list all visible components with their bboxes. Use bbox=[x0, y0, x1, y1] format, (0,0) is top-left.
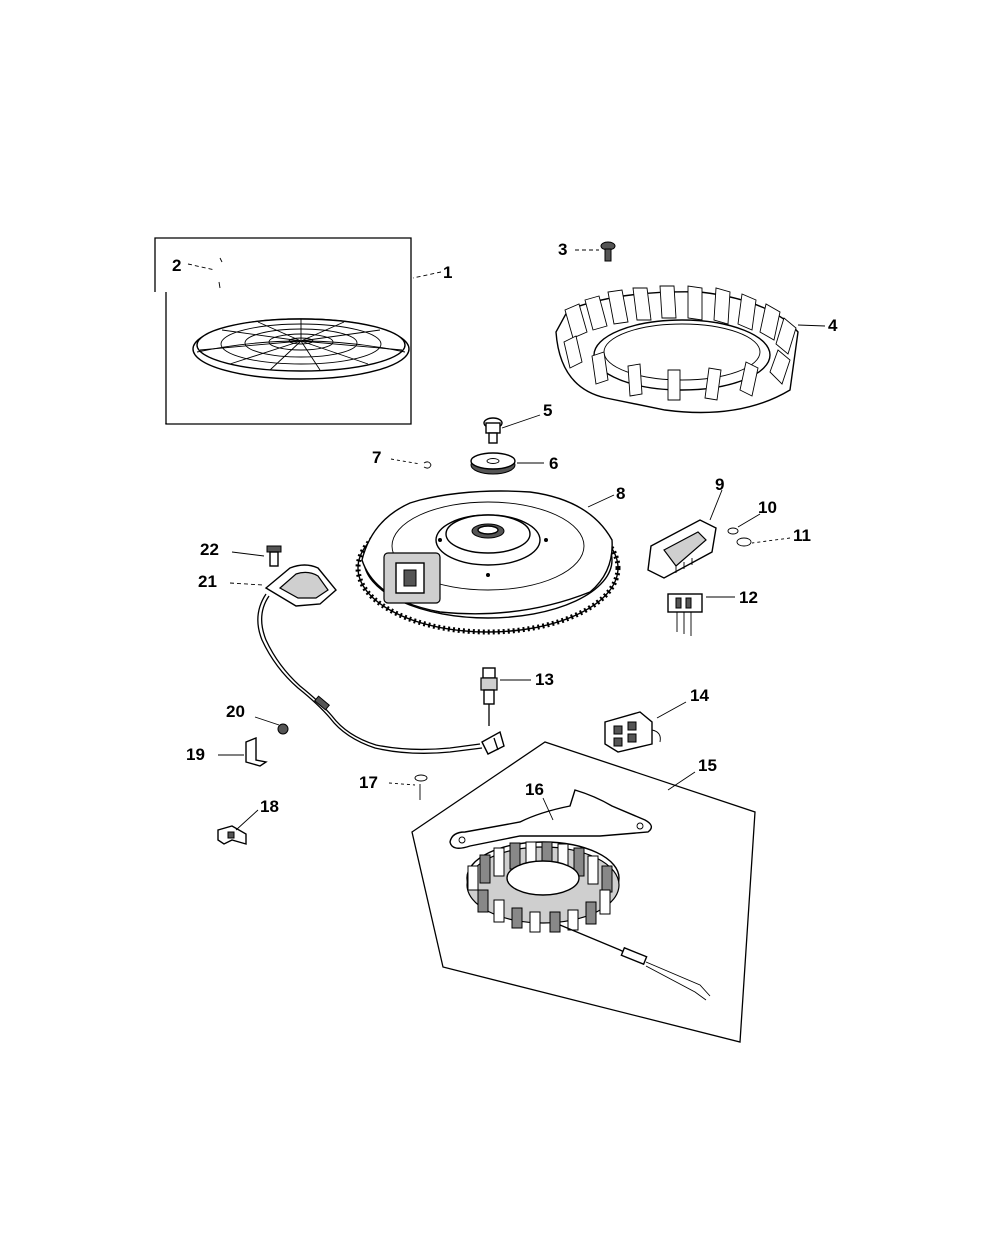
callout-1: 1 bbox=[443, 263, 452, 282]
screw-icon bbox=[218, 257, 223, 289]
bolt-icon bbox=[483, 417, 503, 444]
callout-10: 10 bbox=[758, 498, 777, 517]
blower-screen-icon bbox=[154, 237, 412, 425]
callout-labels: 1 2 3 4 5 6 7 8 9 10 11 12 13 14 15 16 1… bbox=[172, 240, 838, 816]
flywheel-icon bbox=[355, 490, 621, 635]
callout-2: 2 bbox=[172, 256, 181, 275]
callout-12: 12 bbox=[739, 588, 758, 607]
callout-3: 3 bbox=[558, 240, 567, 259]
bracket-icon bbox=[449, 789, 653, 849]
bolt-icon bbox=[266, 545, 282, 567]
bolt-icon bbox=[600, 241, 616, 262]
nut-icon bbox=[277, 723, 289, 735]
callout-9: 9 bbox=[715, 475, 724, 494]
callout-18: 18 bbox=[260, 797, 279, 816]
callout-16: 16 bbox=[525, 780, 544, 799]
spark-plug-icon bbox=[480, 667, 498, 726]
callout-17: 17 bbox=[359, 773, 378, 792]
callout-13: 13 bbox=[535, 670, 554, 689]
callout-5: 5 bbox=[543, 401, 552, 420]
clip-icon bbox=[217, 825, 247, 845]
screw-icon bbox=[414, 774, 428, 800]
stator-kit-icon bbox=[411, 741, 756, 1043]
callout-19: 19 bbox=[186, 745, 205, 764]
callout-21: 21 bbox=[198, 572, 217, 591]
rectifier-icon bbox=[647, 519, 717, 579]
callout-8: 8 bbox=[616, 484, 625, 503]
callout-22: 22 bbox=[200, 540, 219, 559]
fan-icon bbox=[555, 285, 799, 414]
clamp-icon bbox=[245, 736, 268, 767]
key-icon bbox=[423, 461, 432, 469]
connector-icon bbox=[604, 711, 661, 753]
washer-icon bbox=[470, 452, 516, 475]
connector-icon bbox=[667, 593, 703, 636]
callout-14: 14 bbox=[690, 686, 709, 705]
callout-6: 6 bbox=[549, 454, 558, 473]
callout-11: 11 bbox=[793, 526, 811, 545]
callout-4: 4 bbox=[828, 316, 838, 335]
screw-icon bbox=[736, 537, 752, 547]
callout-20: 20 bbox=[226, 702, 245, 721]
callout-7: 7 bbox=[372, 448, 381, 467]
ignition-module-icon bbox=[257, 564, 505, 755]
leader-lines bbox=[187, 249, 826, 831]
callout-15: 15 bbox=[698, 756, 717, 775]
washer-icon bbox=[727, 527, 739, 535]
